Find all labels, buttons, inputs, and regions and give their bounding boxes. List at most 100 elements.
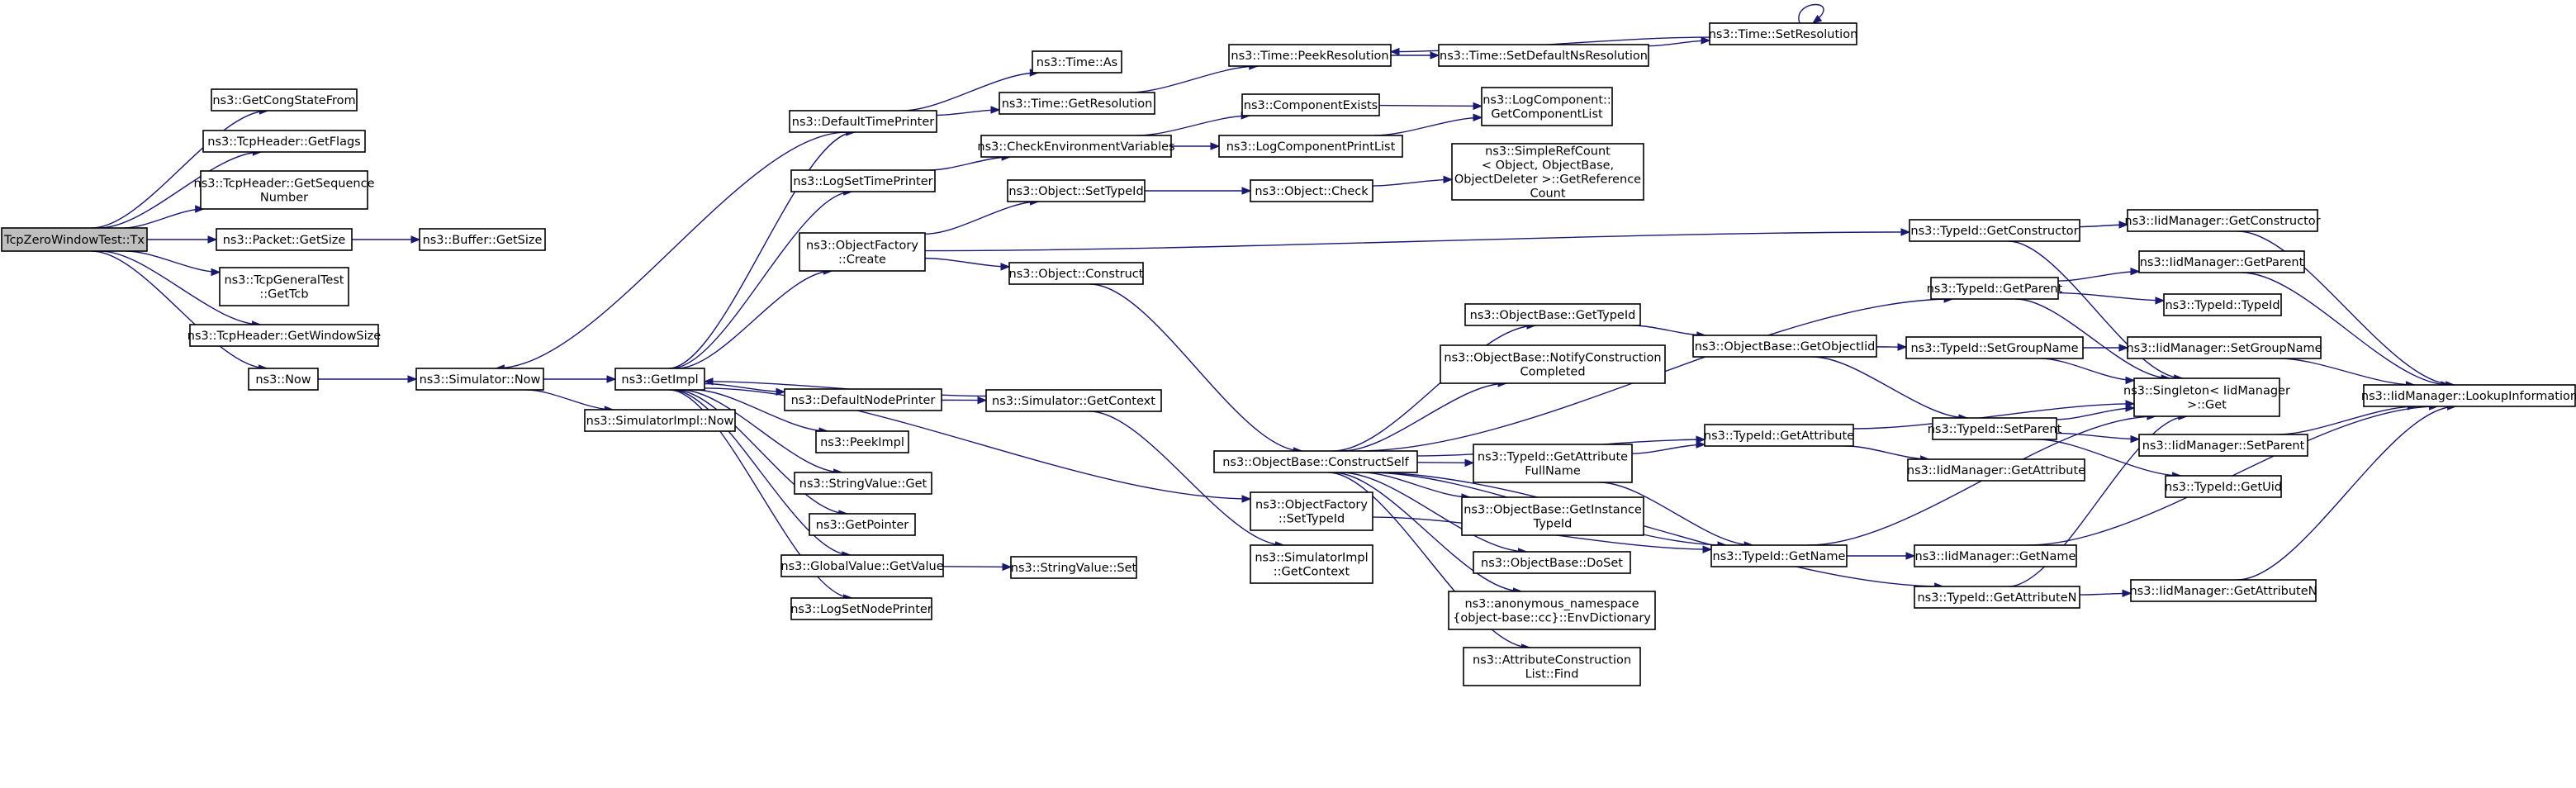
function-node[interactable]: ns3::GetPointer <box>809 513 916 536</box>
arrowhead <box>1701 36 1711 45</box>
call-edge <box>2040 358 2135 382</box>
function-node[interactable]: ns3::ObjectBase::GetObjectIid <box>1692 335 1877 358</box>
function-node[interactable]: ns3::IidManager::SetParent <box>2138 434 2308 457</box>
function-node[interactable]: ns3::SimulatorImpl::Now <box>584 409 736 432</box>
call-edge <box>99 250 261 325</box>
function-node[interactable]: ns3::GetCongStateFrom <box>211 88 358 112</box>
function-node[interactable]: ns3::GetImpl <box>614 368 705 391</box>
function-node[interactable]: ns3::TypeId::GetAttributeN <box>1914 586 2080 609</box>
node-box <box>200 170 368 210</box>
node-label: ns3::Object::Construct <box>1009 268 1144 281</box>
arrowhead <box>1702 545 1713 553</box>
node-label: ns3::ObjectFactory <box>806 240 918 253</box>
function-node[interactable]: ns3::ObjectBase::NotifyConstructionCompl… <box>1440 344 1666 384</box>
function-node[interactable]: ns3::anonymous_namespace{object-base::cc… <box>1448 591 1656 630</box>
function-node[interactable]: ns3::Buffer::GetSize <box>419 228 546 251</box>
node-label: ::SetTypeId <box>1279 513 1345 526</box>
function-node[interactable]: ns3::IidManager::LookupInformation <box>2361 384 2576 407</box>
node-box <box>614 368 705 391</box>
node-box <box>1 227 148 252</box>
function-node[interactable]: ns3::LogComponent::GetComponentList <box>1481 87 1613 126</box>
function-node[interactable]: ns3::IidManager::GetAttributeN <box>2129 579 2317 602</box>
node-box <box>1692 335 1877 358</box>
function-node[interactable]: ns3::Now <box>248 368 319 391</box>
function-node[interactable]: ns3::StringValue::Set <box>1010 556 1137 579</box>
arrowhead <box>1430 51 1440 59</box>
function-node[interactable]: ns3::Time::SetDefaultNsResolution <box>1438 44 1649 67</box>
function-node[interactable]: ns3::ObjectBase::DoSet <box>1473 551 1631 574</box>
function-node[interactable]: ns3::IidManager::GetConstructor <box>2124 209 2321 232</box>
arrowhead <box>2155 297 2166 305</box>
function-node[interactable]: ns3::Time::GetResolution <box>999 92 1155 115</box>
node-label: ns3::ObjectBase::GetTypeId <box>1470 309 1636 322</box>
call-edge <box>2279 358 2415 386</box>
function-node[interactable]: ns3::DefaultNodePrinter <box>784 388 942 411</box>
call-edge <box>2008 415 2187 587</box>
node-box <box>1907 458 2085 482</box>
function-node[interactable]: ns3::Singleton< IidManager>::Get <box>2123 377 2290 417</box>
node-label: ns3::Simulator::GetContext <box>992 395 1155 408</box>
function-node[interactable]: ns3::Time::SetResolution <box>1709 22 1858 45</box>
function-node[interactable]: ns3::ComponentExists <box>1241 93 1380 116</box>
function-node[interactable]: ns3::IidManager::GetAttribute <box>1907 458 2085 482</box>
function-node[interactable]: ns3::TypeId::SetParent <box>1928 417 2062 440</box>
function-node[interactable]: ns3::PeekImpl <box>815 430 909 453</box>
arrowhead <box>1473 113 1483 121</box>
function-node[interactable]: ns3::IidManager::SetGroupName <box>2126 336 2322 359</box>
node-box <box>794 472 932 495</box>
function-node[interactable]: ns3::TypeId::GetAttribute <box>1704 424 1854 447</box>
function-node[interactable]: ns3::TypeId::GetParent <box>1927 277 2063 300</box>
node-box <box>780 554 944 577</box>
function-node[interactable]: ns3::SimpleRefCount< Object, ObjectBase,… <box>1451 143 1644 201</box>
function-node[interactable]: ns3::Object::Check <box>1250 179 1373 202</box>
function-node[interactable]: ns3::TcpHeader::GetFlags <box>202 130 366 153</box>
root-function-node[interactable]: TcpZeroWindowTest::Tx <box>1 227 148 252</box>
node-box <box>419 228 546 251</box>
function-node[interactable]: ns3::ObjectFactory::Create <box>799 232 926 272</box>
function-node[interactable]: ns3::TcpHeader::GetWindowSize <box>187 324 381 347</box>
function-node[interactable]: ns3::DefaultTimePrinter <box>789 110 937 133</box>
function-node[interactable]: ns3::SimulatorImpl::GetContext <box>1250 544 1373 584</box>
function-node[interactable]: ns3::ObjectBase::ConstructSelf <box>1213 450 1418 473</box>
function-node[interactable]: ns3::LogSetNodePrinter <box>790 597 932 620</box>
function-node[interactable]: ns3::LogSetTimePrinter <box>790 169 936 192</box>
arrowhead <box>1897 343 1908 351</box>
arrowhead <box>1443 175 1454 184</box>
function-node[interactable]: ns3::Time::PeekResolution <box>1228 44 1392 67</box>
function-node[interactable]: ns3::IidManager::GetParent <box>2138 250 2305 273</box>
function-node[interactable]: ns3::StringValue::Get <box>794 472 932 495</box>
call-edge <box>1129 65 1258 93</box>
call-edge <box>1599 482 1753 546</box>
call-edge <box>924 231 1910 252</box>
arrowhead <box>1000 263 1011 271</box>
function-node[interactable]: ns3::TypeId::TypeId <box>2163 293 2282 316</box>
call-edge <box>1332 325 1536 452</box>
function-node[interactable]: ns3::Packet::GetSize <box>216 228 353 251</box>
function-node[interactable]: ns3::TcpGeneralTest::GetTcb <box>219 267 349 306</box>
function-node[interactable]: ns3::Simulator::Now <box>415 368 544 391</box>
function-node[interactable]: ns3::LogComponentPrintList <box>1218 135 1403 158</box>
function-node[interactable]: ns3::CheckEnvironmentVariables <box>977 135 1175 158</box>
function-node[interactable]: ns3::TypeId::GetUid <box>2165 475 2282 498</box>
function-node[interactable]: ns3::Simulator::GetContext <box>985 389 1162 412</box>
function-node[interactable]: ns3::ObjectFactory::SetTypeId <box>1250 491 1373 531</box>
function-node[interactable]: ns3::TypeId::SetGroupName <box>1905 336 2084 359</box>
function-node[interactable]: ns3::Time::As <box>1032 50 1122 74</box>
arrowhead <box>1241 495 1252 503</box>
node-label: ns3::DefaultTimePrinter <box>792 116 934 129</box>
node-label: ns3::IidManager::SetGroupName <box>2126 342 2322 355</box>
function-node[interactable]: ns3::Object::Construct <box>1008 262 1144 285</box>
node-box <box>1905 336 2084 359</box>
call-edge <box>1362 472 1470 498</box>
function-node[interactable]: ns3::TypeId::GetName <box>1710 544 1848 567</box>
function-node[interactable]: ns3::GlobalValue::GetValue <box>780 554 944 577</box>
function-node[interactable]: ns3::TypeId::GetConstructor <box>1909 219 2080 242</box>
function-node[interactable]: ns3::Object::SetTypeId <box>1007 179 1146 202</box>
node-box <box>1461 496 1644 536</box>
function-node[interactable]: ns3::ObjectBase::GetTypeId <box>1464 303 1641 326</box>
function-node[interactable]: ns3::IidManager::GetName <box>1914 544 2077 567</box>
